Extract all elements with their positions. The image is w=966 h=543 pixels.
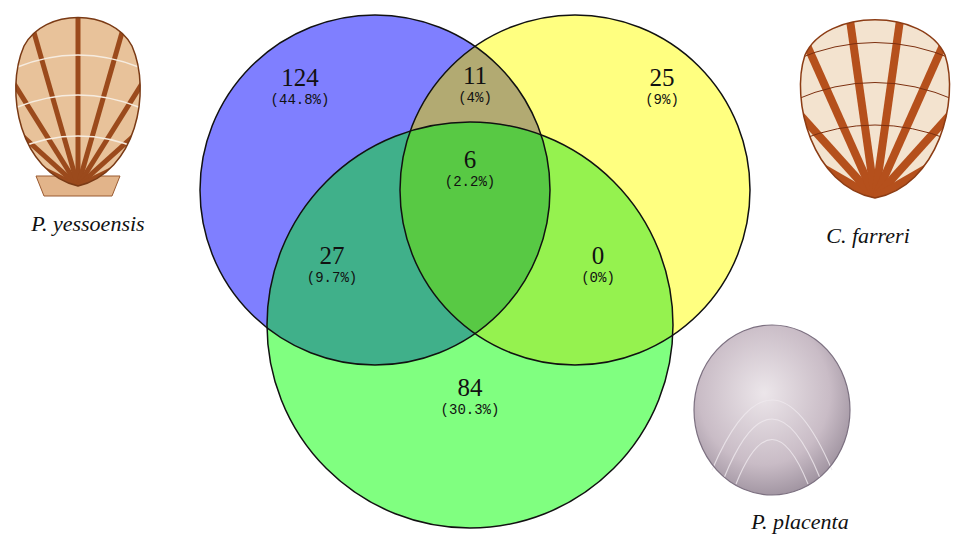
region-percent: (4%)	[458, 91, 492, 106]
yellow-green-overlap	[267, 122, 673, 528]
circle-outline	[200, 15, 550, 365]
region-count: 11	[463, 62, 487, 90]
venn-regions	[200, 15, 750, 528]
species-label: P. placenta	[751, 510, 848, 534]
shell-illustration	[704, 2, 966, 198]
region-percent: (44.8%)	[271, 93, 330, 108]
region-count: 25	[650, 64, 675, 92]
region-count: 6	[464, 146, 477, 174]
green-circle	[267, 122, 673, 528]
shell-illustration	[0, 0, 245, 196]
region-percent: (9%)	[645, 93, 679, 108]
region-percent: (2.2%)	[445, 175, 495, 190]
shell-illustration	[694, 325, 850, 495]
region-count: 84	[458, 374, 483, 402]
species-label: C. farreri	[826, 224, 910, 248]
region-count: 27	[320, 242, 345, 270]
species-label: P. yessoensis	[31, 212, 144, 236]
region-percent: (9.7%)	[307, 271, 357, 286]
circle-outline	[400, 15, 750, 365]
blue-green-overlap	[267, 122, 673, 528]
region-count: 0	[592, 242, 605, 270]
region-percent: (0%)	[581, 271, 615, 286]
triple-overlap	[267, 122, 673, 528]
region-percent: (30.3%)	[441, 403, 500, 418]
region-count: 124	[281, 64, 319, 92]
circle-outline	[267, 122, 673, 528]
